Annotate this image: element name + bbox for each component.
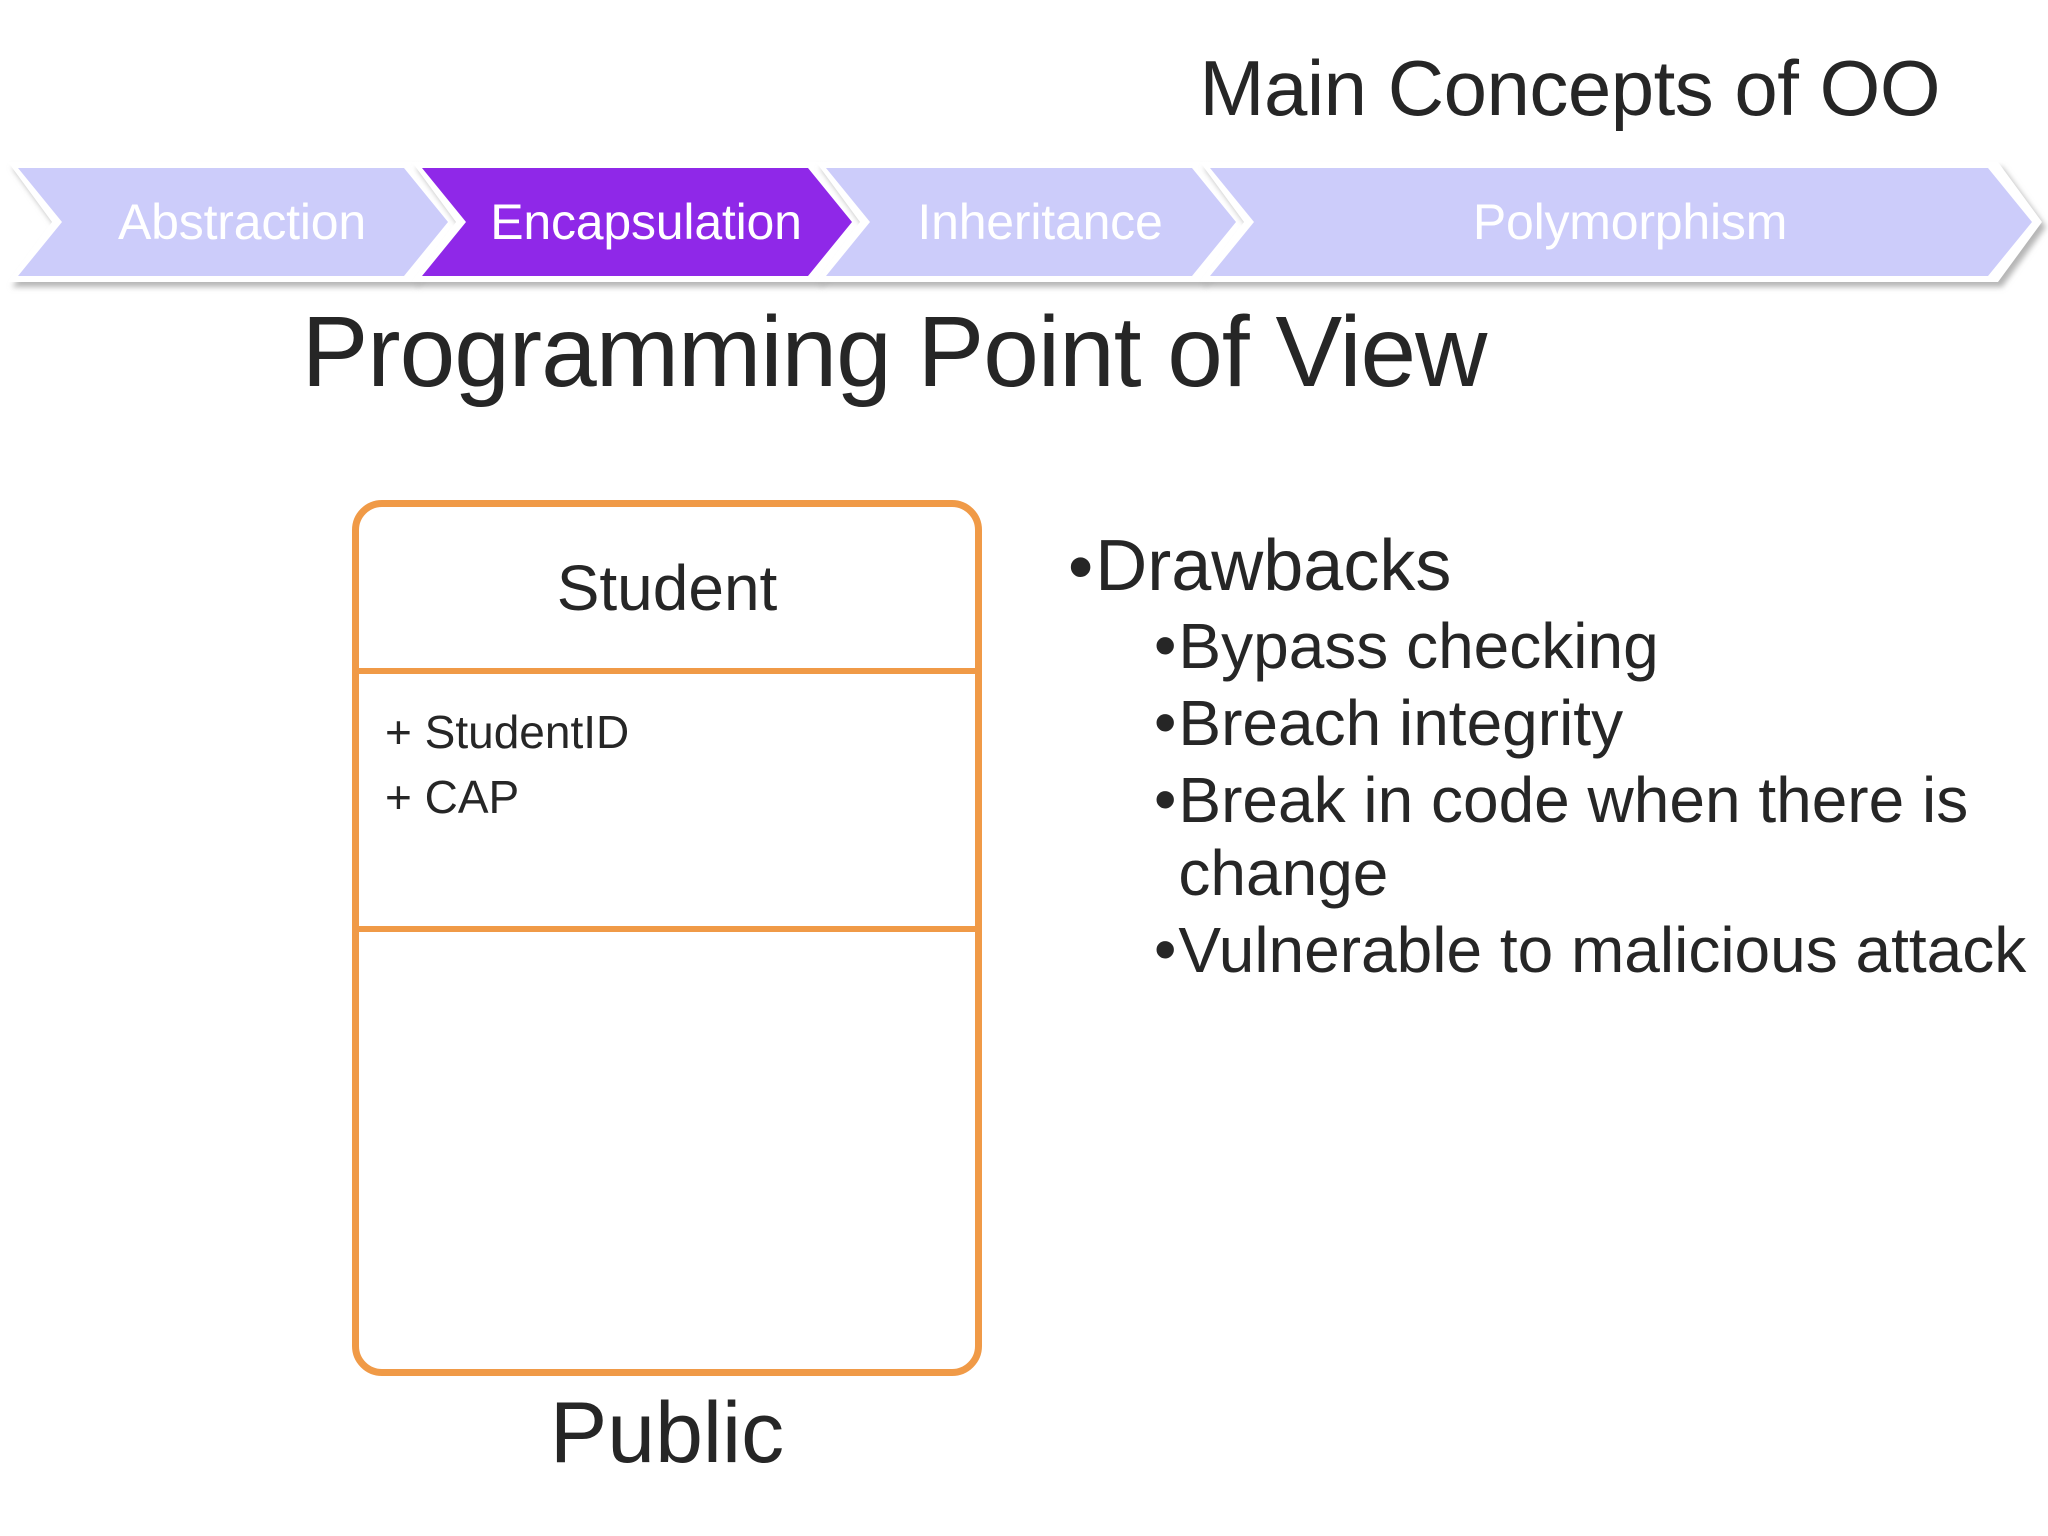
- bullet-icon: •: [1154, 762, 1177, 835]
- list-item-label: Break in code when there is change: [1178, 764, 1969, 910]
- chevron-shape-active: [422, 168, 852, 276]
- banner-item-label: Abstraction: [118, 194, 366, 250]
- chevron-shape: [18, 168, 448, 276]
- banner-item-label: Inheritance: [917, 194, 1163, 250]
- bullet-icon: •: [1068, 526, 1094, 607]
- list-item-label: Breach integrity: [1178, 687, 1624, 760]
- banner-item-label: Polymorphism: [1472, 194, 1788, 250]
- uml-class-box: Student + StudentID + CAP: [352, 500, 982, 1376]
- banner-item-encapsulation[interactable]: Encapsulation: [422, 168, 852, 276]
- banner-item-abstraction[interactable]: Abstraction: [18, 168, 448, 276]
- bullet-icon: •: [1154, 685, 1177, 758]
- list-item-label: Bypass checking: [1178, 610, 1659, 683]
- banner-item-polymorphism[interactable]: Polymorphism: [1210, 168, 2032, 276]
- uml-attribute-row: + CAP: [385, 771, 520, 824]
- list-item: • Drawbacks: [1068, 526, 2028, 607]
- list-item: • Breach integrity: [1154, 687, 2028, 760]
- section-title: Programming Point of View: [301, 296, 1488, 408]
- uml-class-name: Student: [359, 507, 975, 674]
- list-item-label: Drawbacks: [1095, 526, 1452, 606]
- uml-methods-compartment: [359, 932, 975, 1369]
- chevron-shape: [1210, 168, 2032, 276]
- banner-item-inheritance[interactable]: Inheritance: [826, 168, 1236, 276]
- uml-attributes-compartment: + StudentID + CAP: [359, 674, 975, 932]
- page-title: Main Concepts of OO: [1199, 44, 1941, 132]
- drawbacks-list: • Drawbacks • Bypass checking • Breach i…: [1068, 528, 2028, 991]
- list-item-label: Vulnerable to malicious attack: [1178, 914, 2027, 987]
- bullet-icon: •: [1154, 608, 1177, 681]
- list-item: • Break in code when there is change: [1154, 764, 2028, 910]
- access-modifier-label: Public: [549, 1385, 785, 1481]
- uml-attribute-row: + StudentID: [385, 706, 630, 758]
- list-item: • Bypass checking: [1154, 610, 2028, 683]
- chevron-shape: [826, 168, 1236, 276]
- concept-banner: Abstraction Encapsulation Inheritance Po…: [18, 168, 2006, 276]
- list-item: • Vulnerable to malicious attack: [1154, 914, 2028, 987]
- bullet-icon: •: [1154, 912, 1177, 985]
- banner-item-label: Encapsulation: [490, 194, 802, 250]
